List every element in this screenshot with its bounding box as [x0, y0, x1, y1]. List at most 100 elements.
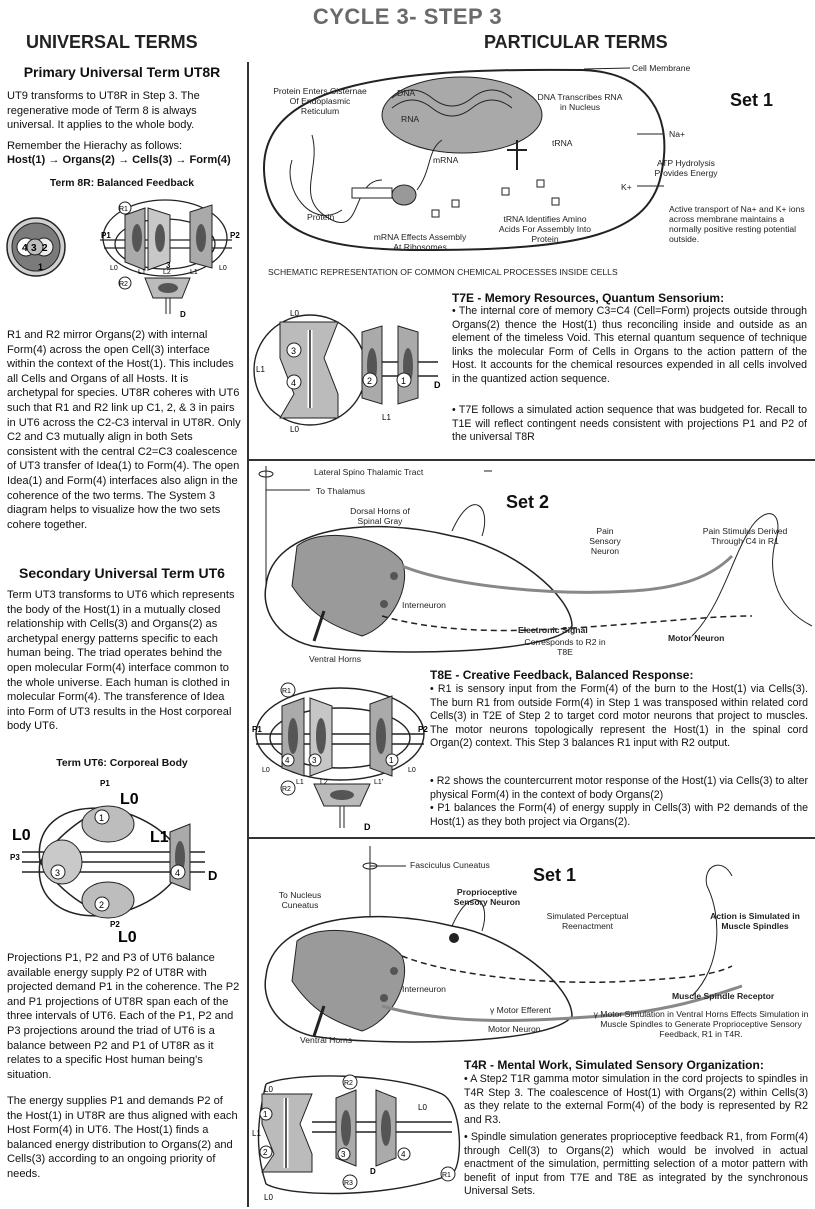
- label-rna: RNA: [401, 114, 419, 124]
- label-dorsal-horns: Dorsal Horns of Spinal Gray: [340, 506, 420, 526]
- label-ventral-horns-2: Ventral Horns: [309, 654, 361, 664]
- label-trna-identifies: tRNA Identifies Amino Acids For Assembly…: [495, 214, 595, 244]
- column-divider: [247, 62, 249, 1207]
- label-spindle-receptor: Muscle Spindle Receptor: [672, 991, 774, 1001]
- t7e-paragraph-2: • T7E follows a simulated action sequenc…: [452, 404, 807, 445]
- primary-term-title: Primary Universal Term UT8R: [4, 64, 240, 80]
- svg-text:P2: P2: [110, 920, 120, 929]
- svg-text:R1: R1: [119, 206, 128, 213]
- svg-text:L0: L0: [290, 309, 299, 318]
- label-na: Na+: [669, 129, 685, 139]
- t4r-paragraph-1: • A Step2 T1R gamma motor simulation in …: [464, 1073, 808, 1127]
- t7e-paragraph-1: • The internal core of memory C3=C4 (Cel…: [452, 305, 807, 387]
- label-ventral-horns-1: Ventral Horns: [300, 1035, 352, 1045]
- t8e-paragraph-2: • R2 shows the countercurrent motor resp…: [430, 775, 808, 802]
- svg-text:R2: R2: [344, 1080, 353, 1087]
- page-title: CYCLE 3- STEP 3: [0, 4, 815, 30]
- svg-text:3: 3: [291, 346, 296, 356]
- svg-text:L0: L0: [290, 425, 299, 434]
- svg-text:L0: L0: [262, 767, 270, 774]
- t7e-code: T7E: [452, 291, 474, 305]
- svg-text:1: 1: [38, 262, 43, 272]
- svg-text:P3: P3: [10, 853, 20, 862]
- svg-text:L1: L1: [190, 269, 198, 276]
- svg-text:R1: R1: [282, 688, 291, 695]
- label-motor-neuron-2: Motor Neuron: [668, 633, 724, 643]
- label-active-transport: Active transport of Na+ and K+ ions acro…: [669, 204, 809, 244]
- svg-text:L0: L0: [120, 791, 139, 808]
- term-8r-diagram: 4 3 2 1 R1 R2 P1 P2 L0 L1 L2 L1 L0 3 D: [0, 190, 245, 318]
- svg-text:P2: P2: [230, 231, 240, 240]
- svg-text:4: 4: [22, 243, 28, 254]
- t8e-title-text: Creative Feedback, Balanced Response:: [463, 668, 694, 682]
- t7e-title: T7E - Memory Resources, Quantum Sensoriu…: [452, 291, 807, 305]
- t7e-title-text: Memory Resources, Quantum Sensorium:: [485, 291, 724, 305]
- set-2-label: Set 2: [506, 492, 549, 513]
- t7e-diagram: 3 4 2 1 L0 L1 L0 L1 D: [252, 300, 448, 452]
- term-8r-label: Term 8R: Balanced Feedback: [4, 178, 240, 189]
- t4r-paragraph-2: • Spindle simulation generates proprioce…: [464, 1131, 808, 1199]
- label-thalamus: To Thalamus: [316, 486, 365, 496]
- term-ut6-diagram: 1 2 3 4 P1 P2 P3 L0 L0 L0 L1 D: [0, 772, 245, 942]
- svg-text:2: 2: [42, 243, 48, 254]
- svg-text:D: D: [370, 1167, 376, 1176]
- svg-text:L1: L1: [256, 365, 265, 374]
- secondary-paragraph-2: Projections P1, P2 and P3 of UT6 balance…: [7, 951, 241, 1082]
- label-mrna-effects: mRNA Effects Assembly At Ribosomes: [370, 232, 470, 252]
- svg-text:R2: R2: [119, 281, 128, 288]
- svg-text:L0: L0: [118, 929, 137, 946]
- svg-text:L0: L0: [264, 1193, 273, 1202]
- secondary-paragraph-3: The energy supplies P1 and demands P2 of…: [7, 1094, 241, 1182]
- svg-text:D: D: [434, 380, 441, 390]
- secondary-term-title: Secondary Universal Term UT6: [4, 565, 240, 581]
- universal-terms-header: UNIVERSAL TERMS: [26, 32, 198, 53]
- primary-paragraph-1: UT9 transforms to UT8R in Step 3. The re…: [7, 89, 241, 133]
- set-1-label-a: Set 1: [730, 90, 773, 111]
- t4r-title-text: Mental Work, Simulated Sensory Organizat…: [497, 1058, 764, 1072]
- primary-paragraph-2: R1 and R2 mirror Organs(2) with internal…: [7, 328, 241, 532]
- svg-text:R3: R3: [344, 1180, 353, 1187]
- label-interneuron-2: Interneuron: [402, 600, 446, 610]
- svg-text:4: 4: [175, 868, 180, 878]
- svg-text:R2: R2: [282, 786, 291, 793]
- t4r-code: T4R: [464, 1058, 487, 1072]
- secondary-paragraph-1: Term UT3 transforms to UT6 which represe…: [7, 588, 241, 734]
- svg-text:3: 3: [312, 756, 317, 765]
- svg-text:2: 2: [367, 376, 372, 386]
- label-dna-transcribes: DNA Transcribes RNA in Nucleus: [535, 92, 625, 112]
- svg-text:L2: L2: [320, 779, 328, 786]
- label-lateral-spino: Lateral Spino Thalamic Tract: [314, 467, 423, 477]
- svg-text:P2: P2: [418, 725, 428, 734]
- t8e-paragraph-1: • R1 is sensory input from the Form(4) o…: [430, 683, 808, 751]
- svg-text:P1: P1: [101, 231, 111, 240]
- svg-text:4: 4: [291, 378, 296, 388]
- svg-text:2: 2: [263, 1148, 268, 1157]
- svg-text:1: 1: [263, 1110, 268, 1119]
- svg-text:L0: L0: [408, 767, 416, 774]
- t4r-diagram: 1 2 3 4 R2 R3 R1 L0 L1 L0 L0 D: [252, 1064, 478, 1204]
- label-pain-neuron: Pain Sensory Neuron: [580, 526, 630, 556]
- label-motor-neuron-1: Motor Neuron: [488, 1024, 541, 1034]
- label-fasciculus: Fasciculus Cuneatus: [410, 860, 490, 870]
- t8e-diagram: R1 R2 4 3 1 P1 P2 L0 L1 L2 L1' L0 D: [252, 676, 432, 836]
- label-trna: tRNA: [552, 138, 573, 148]
- svg-text:P1: P1: [100, 779, 110, 788]
- label-electronic-signal: Electronic Signal: [518, 625, 588, 635]
- svg-text:L0: L0: [110, 265, 118, 272]
- set-1-label-b: Set 1: [533, 865, 576, 886]
- svg-text:L0: L0: [418, 1103, 427, 1112]
- t8e-title: T8E - Creative Feedback, Balanced Respon…: [430, 668, 808, 682]
- label-dna: DNA: [397, 88, 415, 98]
- svg-text:L0: L0: [219, 265, 227, 272]
- svg-text:3: 3: [31, 243, 37, 254]
- label-k: K+: [621, 182, 632, 192]
- svg-text:P1: P1: [252, 725, 262, 734]
- t4r-title: T4R - Mental Work, Simulated Sensory Org…: [464, 1058, 808, 1072]
- svg-text:L1': L1': [374, 779, 383, 786]
- label-corresponds: Corresponds to R2 in T8E: [520, 637, 610, 657]
- svg-text:1: 1: [99, 813, 104, 823]
- hierarchy-intro: Remember the Hierachy as follows:: [7, 139, 241, 154]
- label-simulated-perceptual: Simulated Perceptual Reenactment: [540, 911, 635, 931]
- label-atp: ATP Hydrolysis Provides Energy: [645, 158, 727, 178]
- triad-circle-icon: 4 3 2 1: [7, 218, 65, 276]
